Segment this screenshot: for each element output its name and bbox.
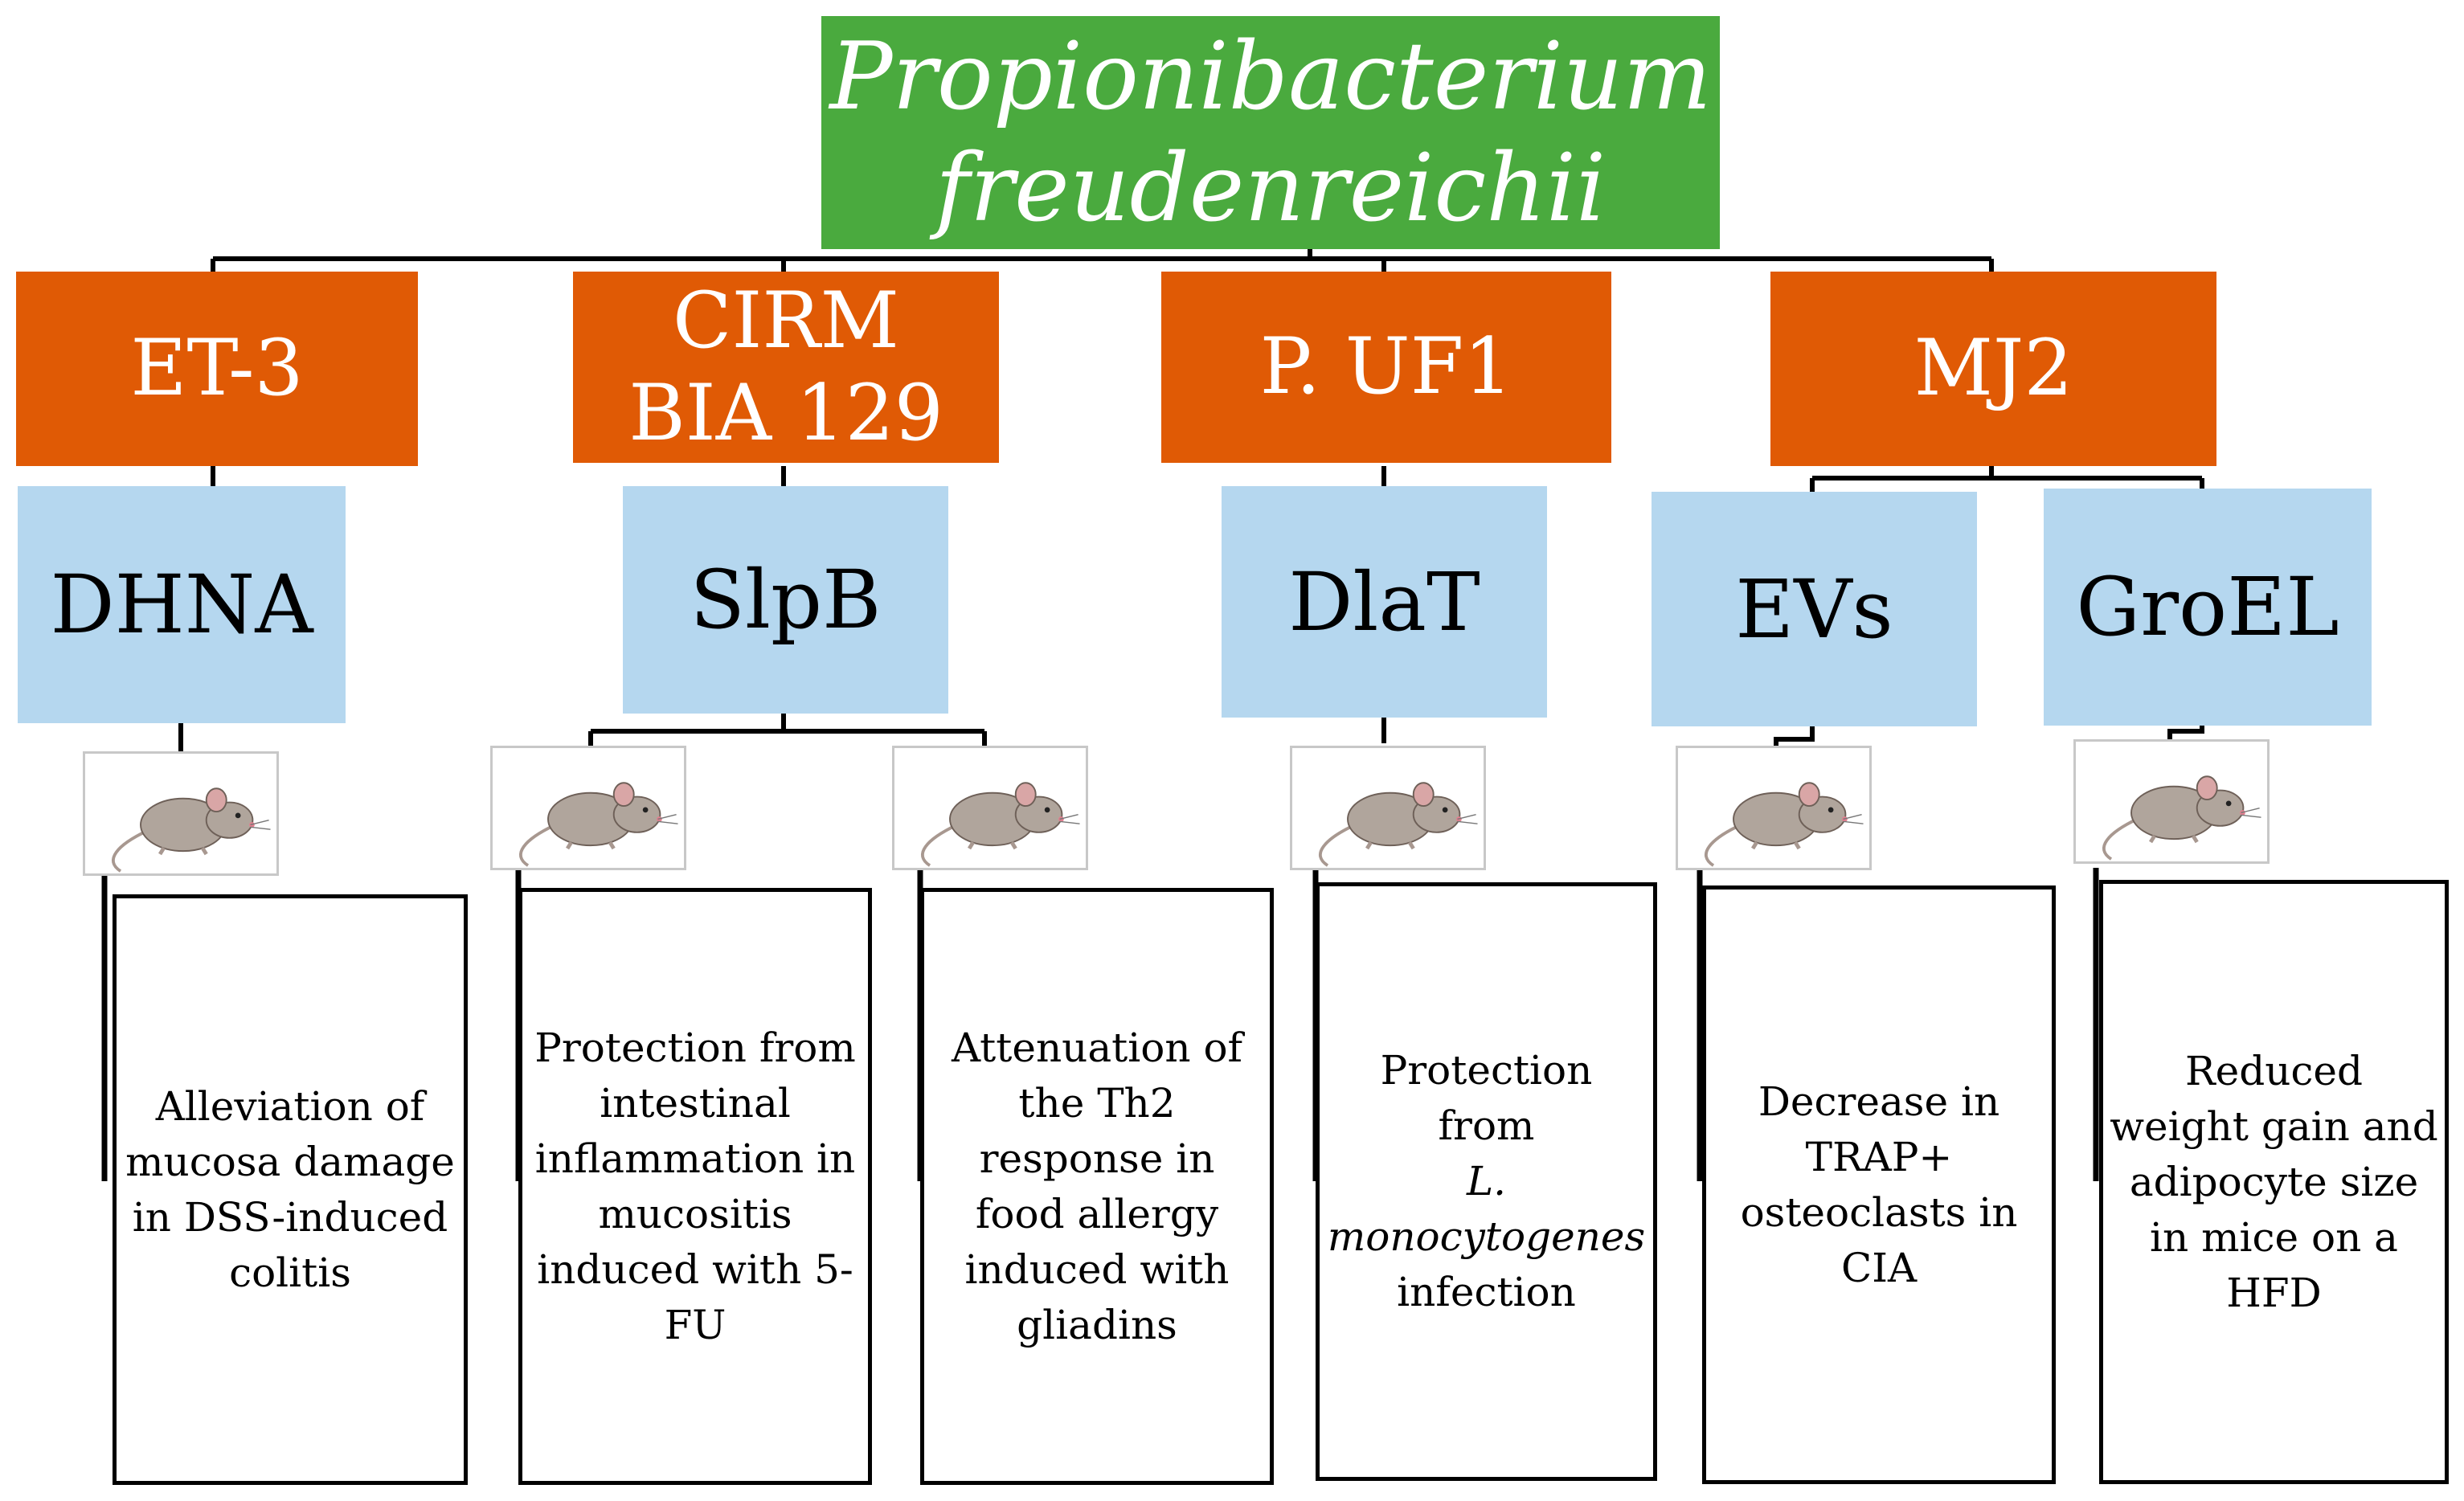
root-box: Propionibacterium freudenreichii	[821, 16, 1720, 249]
strain-box: ET-3	[16, 272, 418, 466]
effect-box: Alleviation of mucosa damage in DSS-indu…	[113, 894, 468, 1485]
effect-box: Attenuation of the Th2 response in food …	[920, 888, 1274, 1485]
mouse-icon-box	[2073, 739, 2270, 864]
strain-box: P. UF1	[1161, 272, 1611, 463]
strain-label: ET-3	[130, 323, 304, 414]
effect-text: Protection from intestinal inflammation …	[534, 1024, 856, 1348]
mouse-icon-box	[490, 746, 686, 870]
molecule-box: DlaT	[1222, 486, 1547, 718]
molecule-label: GroEL	[2076, 560, 2339, 654]
effect-text: Reduced weight gain and adipocyte size i…	[2110, 1047, 2438, 1316]
mouse-icon	[1678, 748, 1869, 868]
strain-label: CIRM BIA 129	[628, 275, 943, 458]
mouse-icon-box	[1676, 746, 1872, 870]
strain-label: MJ2	[1913, 323, 2073, 414]
strain-label: P. UF1	[1259, 321, 1513, 412]
molecule-box: SlpB	[623, 486, 948, 714]
molecule-box: EVs	[1652, 492, 1977, 726]
mouse-icon	[493, 748, 684, 868]
root-title-line1: Propionibacterium	[829, 22, 1712, 131]
effect-text: Alleviation of mucosa damage in DSS-indu…	[125, 1082, 455, 1296]
strain-box: MJ2	[1770, 272, 2216, 466]
effect-box: Protection from intestinal inflammation …	[518, 888, 872, 1485]
molecule-label: SlpB	[690, 553, 882, 647]
mouse-icon	[85, 754, 276, 873]
mouse-icon-box	[1290, 746, 1486, 870]
effect-box: Decrease in TRAP+ osteoclasts in CIA	[1702, 885, 2056, 1484]
molecule-label: EVs	[1735, 562, 1893, 656]
mouse-icon-box	[83, 751, 279, 876]
mouse-icon-box	[892, 746, 1088, 870]
mouse-icon	[894, 748, 1086, 868]
effect-text-post: infection	[1397, 1269, 1576, 1315]
molecule-label: DHNA	[50, 558, 313, 652]
molecule-label: DlaT	[1288, 554, 1480, 649]
mouse-icon	[2076, 742, 2267, 861]
effect-text: Attenuation of the Th2 response in food …	[951, 1024, 1243, 1348]
molecule-box: GroEL	[2044, 489, 2372, 726]
mouse-icon	[1292, 748, 1484, 868]
molecule-box: DHNA	[18, 486, 346, 723]
effect-text: Decrease in TRAP+ osteoclasts in CIA	[1740, 1078, 2018, 1291]
effect-box: Reduced weight gain and adipocyte size i…	[2099, 880, 2449, 1484]
effect-box: Protection from L. monocytogenes infecti…	[1316, 882, 1657, 1481]
root-title-line2: freudenreichii	[935, 134, 1607, 243]
effect-text-pre: Protection from	[1380, 1047, 1593, 1149]
strain-box: CIRM BIA 129	[573, 272, 999, 463]
effect-text-italic: L. monocytogenes	[1327, 1158, 1646, 1260]
